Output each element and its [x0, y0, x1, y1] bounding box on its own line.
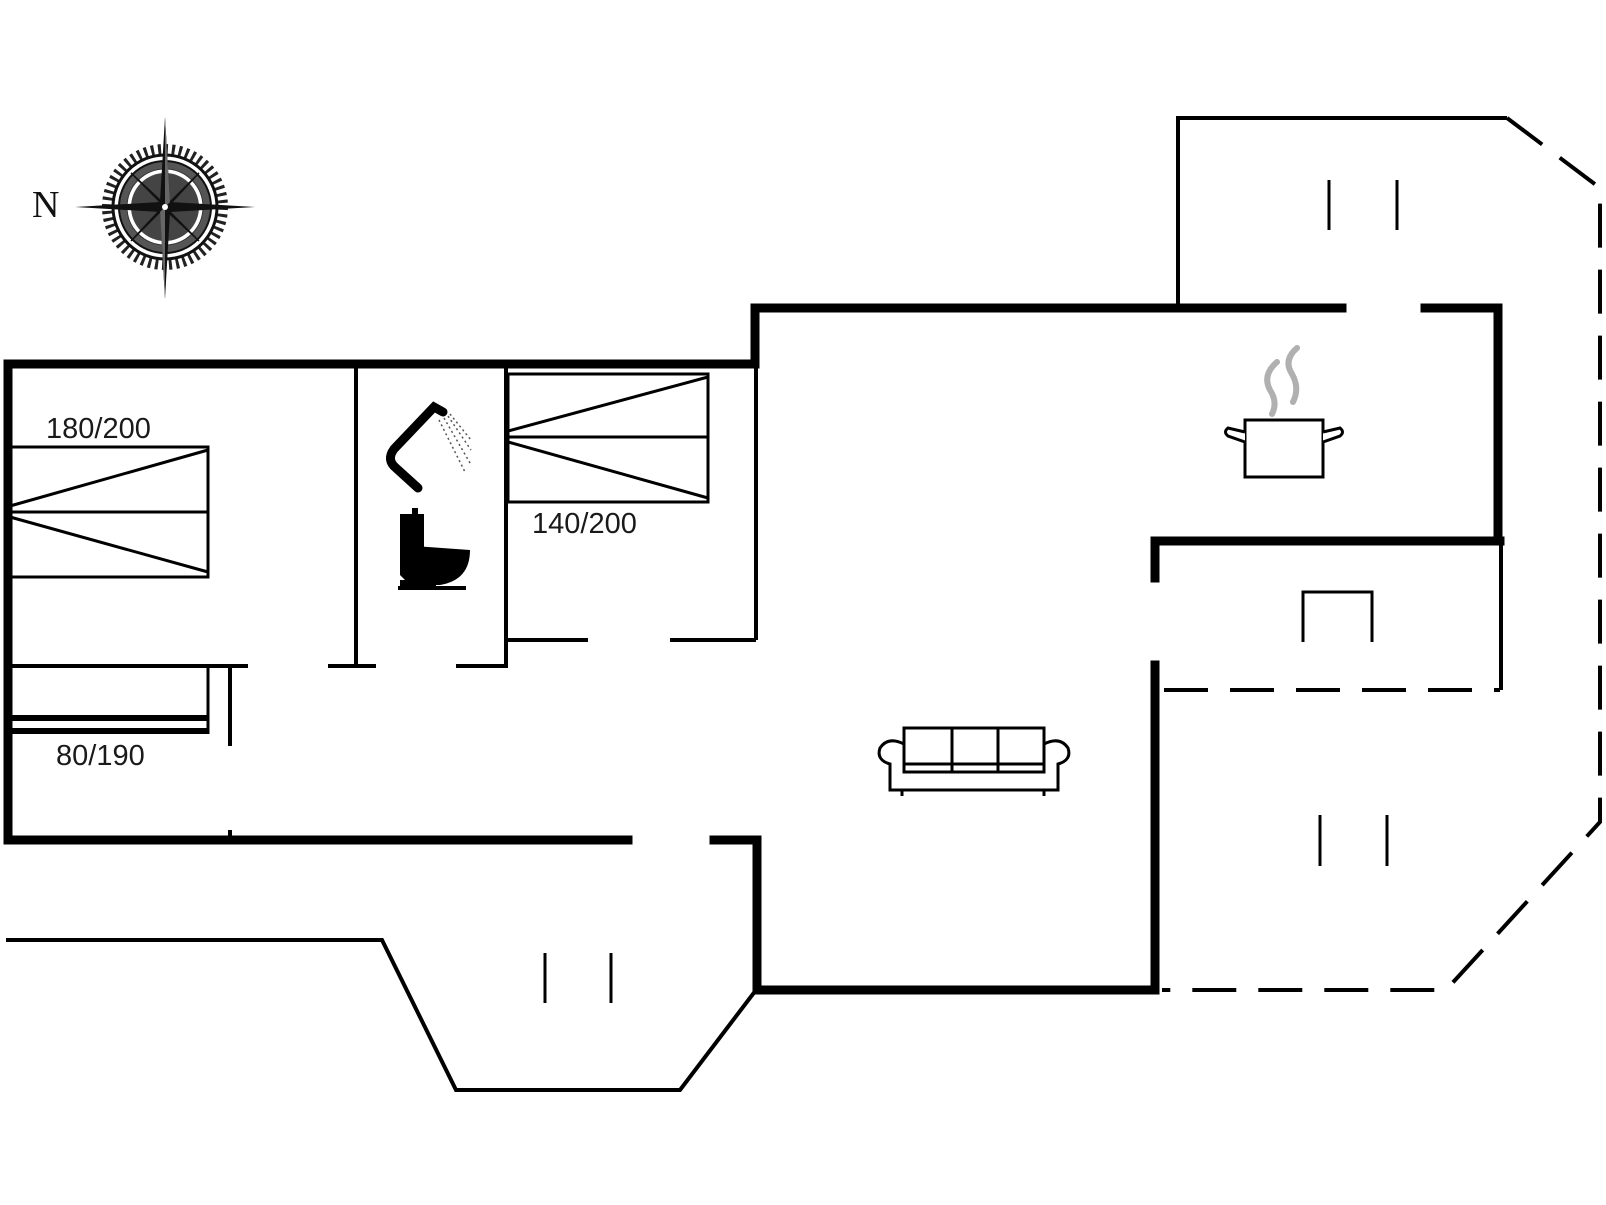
bed-size-label: 80/190: [56, 740, 145, 772]
toilet-icon: [398, 508, 470, 590]
cooking-pot-icon: [1224, 345, 1344, 479]
step-markers: [543, 180, 1399, 1003]
south-terrace-outline: [6, 938, 758, 1092]
sofa-icon: [877, 726, 1071, 796]
bed-size-label: 140/200: [532, 508, 637, 540]
terrace-boundaries: [1162, 116, 1602, 992]
compass-north-label: N: [32, 186, 60, 226]
shower-icon: [386, 401, 472, 493]
double-bed-180-200: [8, 445, 210, 579]
bed-size-label: 180/200: [46, 413, 151, 445]
compass-rose-icon: [75, 117, 255, 299]
single-bed-80-190: [10, 667, 210, 734]
exterior-walls: [3, 303, 1505, 995]
interior-walls: [8, 116, 1507, 840]
cabinet-icon: [1301, 590, 1374, 642]
double-bed-140-200: [506, 372, 710, 504]
